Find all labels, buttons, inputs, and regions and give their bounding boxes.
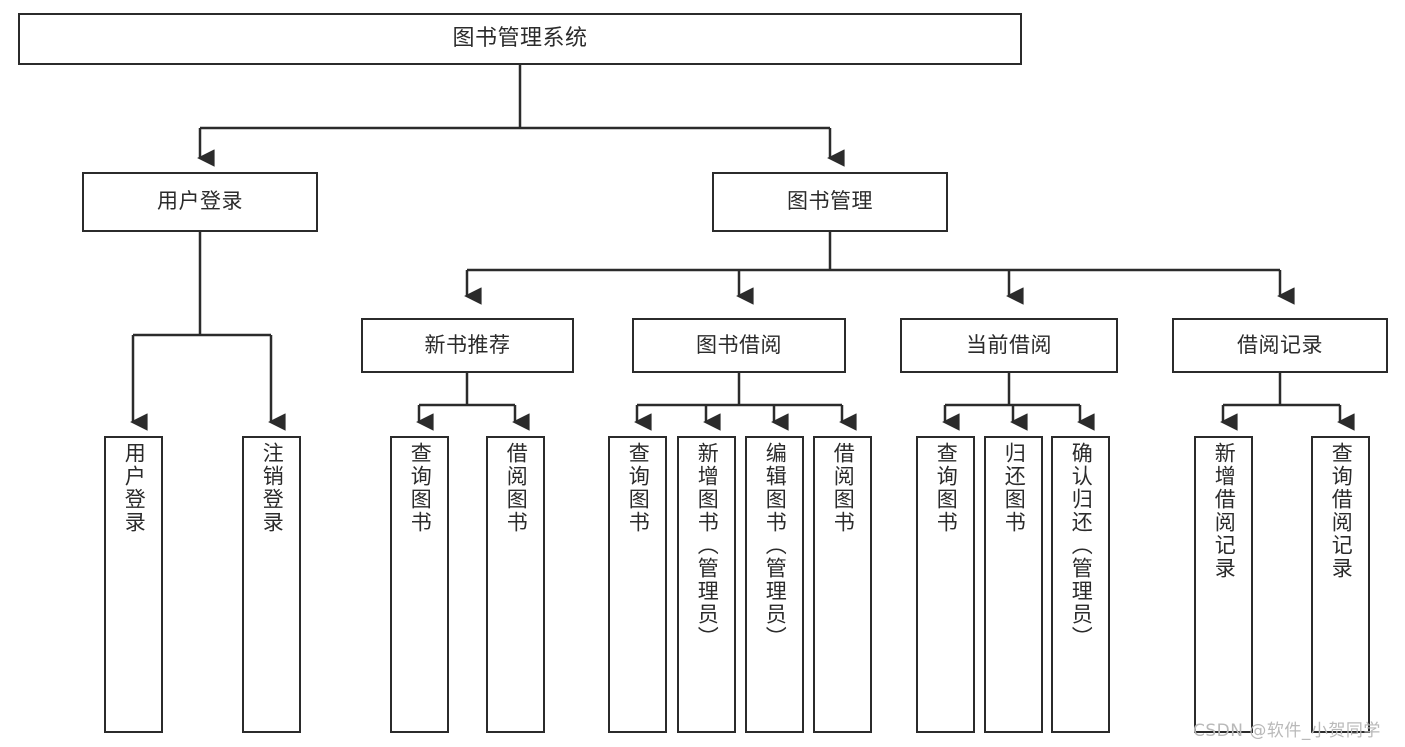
node-label: 新书推荐 xyxy=(424,332,511,357)
leaf-new-book-borrow-book[interactable]: 借阅图书 xyxy=(486,436,545,733)
node-label: 查询图书 xyxy=(408,442,433,534)
node-book-borrow[interactable]: 图书借阅 xyxy=(632,318,846,373)
leaf-book-borrow-borrow-book[interactable]: 借阅图书 xyxy=(813,436,872,733)
leaf-borrow-record-query-record[interactable]: 查询借阅记录 xyxy=(1311,436,1370,733)
leaf-book-borrow-add-book-admin[interactable]: 新增图书（管理员） xyxy=(677,436,736,733)
node-book-management[interactable]: 图书管理 xyxy=(712,172,948,232)
node-label: 查询图书 xyxy=(626,442,651,534)
node-label: 借阅图书 xyxy=(831,442,856,534)
node-label: 当前借阅 xyxy=(966,332,1052,357)
node-borrow-record[interactable]: 借阅记录 xyxy=(1172,318,1388,373)
node-label: 查询图书 xyxy=(934,442,959,534)
leaf-borrow-record-add-record[interactable]: 新增借阅记录 xyxy=(1194,436,1253,733)
leaf-current-borrow-confirm-return-admin[interactable]: 确认归还（管理员） xyxy=(1051,436,1110,733)
leaf-user-login-login[interactable]: 用户登录 xyxy=(104,436,163,733)
node-label: 借阅记录 xyxy=(1237,332,1323,357)
node-label: 新增图书（管理员） xyxy=(695,442,720,649)
leaf-current-borrow-return-book[interactable]: 归还图书 xyxy=(984,436,1043,733)
node-label: 归还图书 xyxy=(1002,442,1027,534)
node-label: 编辑图书（管理员） xyxy=(763,442,788,649)
leaf-book-borrow-edit-book-admin[interactable]: 编辑图书（管理员） xyxy=(745,436,804,733)
node-current-borrow[interactable]: 当前借阅 xyxy=(900,318,1118,373)
leaf-user-login-logout[interactable]: 注销登录 xyxy=(242,436,301,733)
node-label: 图书管理 xyxy=(787,189,873,214)
node-user-login[interactable]: 用户登录 xyxy=(82,172,318,232)
node-label: 用户登录 xyxy=(122,442,147,534)
leaf-new-book-query-book[interactable]: 查询图书 xyxy=(390,436,449,733)
leaf-book-borrow-query-book[interactable]: 查询图书 xyxy=(608,436,667,733)
leaf-current-borrow-query-book[interactable]: 查询图书 xyxy=(916,436,975,733)
node-label: 图书借阅 xyxy=(696,332,782,357)
node-label: 新增借阅记录 xyxy=(1212,442,1237,580)
node-label: 用户登录 xyxy=(157,189,243,214)
node-label: 图书管理系统 xyxy=(452,25,588,51)
node-label: 借阅图书 xyxy=(504,442,529,534)
node-label: 注销登录 xyxy=(260,442,285,534)
csdn-watermark: CSDN @软件_小贺同学 xyxy=(1193,721,1381,741)
node-new-book-recommend[interactable]: 新书推荐 xyxy=(361,318,574,373)
node-label: 查询借阅记录 xyxy=(1329,442,1354,580)
node-root-book-management-system[interactable]: 图书管理系统 xyxy=(18,13,1022,65)
node-label: 确认归还（管理员） xyxy=(1069,442,1094,649)
